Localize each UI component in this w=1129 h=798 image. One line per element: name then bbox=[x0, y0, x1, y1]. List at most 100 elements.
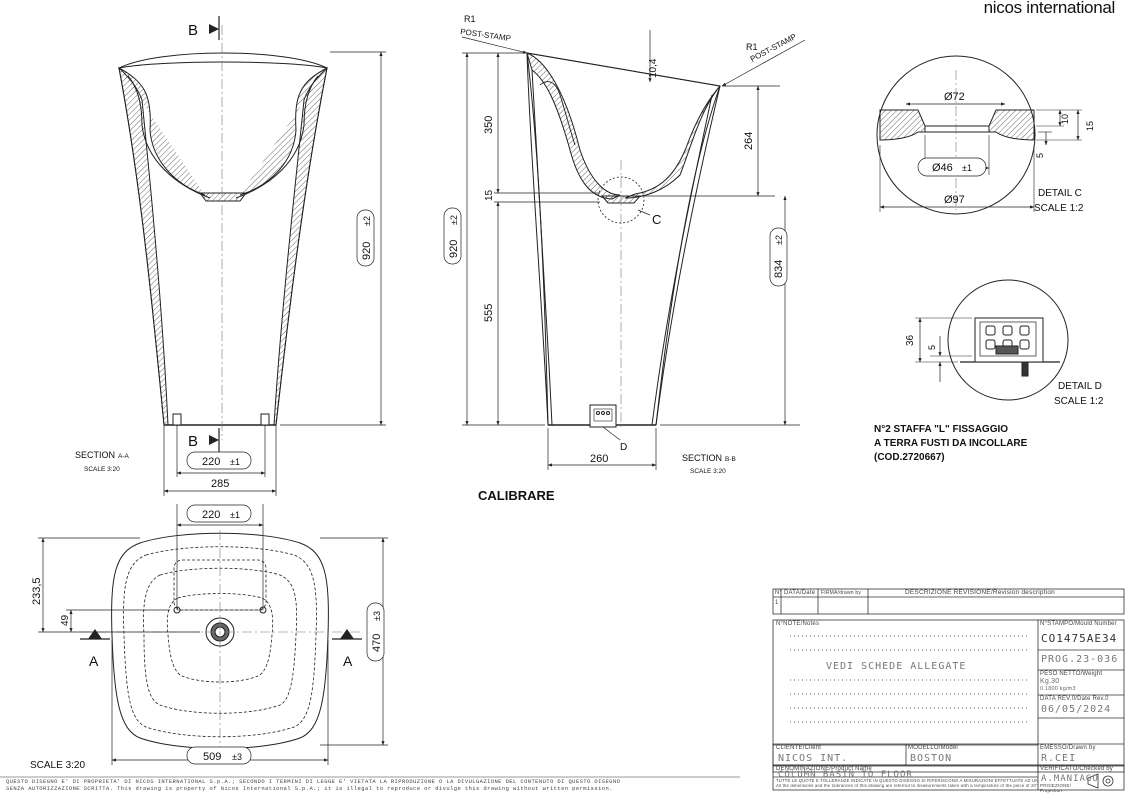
dim-top bbox=[38, 504, 388, 765]
stamp-label: N°STAMPO/Mould Number bbox=[1040, 621, 1117, 627]
notes-value: VEDI SCHEDE ALLEGATE bbox=[826, 661, 967, 672]
notes-label: N°NOTE/Notes bbox=[776, 621, 820, 627]
rev-col-date: DATA/Date bbox=[784, 590, 816, 596]
footer-line-2: SENZA AUTORIZZAZIONE SCRITTA. This drawi… bbox=[6, 785, 613, 792]
dim-c-97: Ø97 bbox=[944, 194, 965, 206]
checked-label: VERIFICATO/Checked by bbox=[1040, 766, 1114, 772]
r1-right-label: R1 bbox=[746, 42, 758, 52]
drawn-value: R.CEI bbox=[1041, 753, 1077, 764]
product-label: DENOMINAZIONE/Product Name bbox=[776, 766, 872, 772]
rev-col-sign: FIRMA/drawn by bbox=[821, 590, 862, 596]
dim-bb-350: 350 bbox=[483, 116, 495, 134]
rev-col-desc: DESCRIZIONE REVISIONE/Revision descripti… bbox=[905, 589, 1055, 596]
detail-c-view bbox=[876, 55, 1082, 215]
calibrare-label: CALIBRARE bbox=[478, 488, 555, 503]
detail-c-scale: SCALE 1:2 bbox=[1034, 203, 1084, 214]
dim-bb-base bbox=[547, 209, 657, 470]
weight-label: PESO NETTO/Weight bbox=[1040, 671, 1103, 677]
dim-top-509: 509 bbox=[203, 751, 221, 763]
date-label: DATA REV.0/Date Rev.0 bbox=[1040, 696, 1109, 702]
dim-bb-834: 834 bbox=[773, 260, 785, 278]
detail-c-title: DETAIL C bbox=[1038, 188, 1082, 199]
dim-top-220: 220 bbox=[202, 509, 220, 521]
section-bb-title: SECTION bbox=[682, 453, 722, 463]
detail-d-view bbox=[915, 279, 1069, 401]
dim-aa-height-value: 920 bbox=[361, 242, 373, 260]
section-aa-letters: A-A bbox=[118, 453, 130, 460]
footer-line-1: QUESTO DISEGNO E' DI PROPRIETA' DI NICOS… bbox=[6, 778, 621, 785]
detail-d-scale: SCALE 1:2 bbox=[1054, 396, 1104, 407]
dim-aa-base-inner-tol: ±1 bbox=[230, 457, 240, 467]
dim-bb-264: 264 bbox=[743, 132, 755, 150]
dim-bb-left bbox=[443, 52, 600, 426]
dim-top-470: 470 bbox=[371, 634, 383, 652]
detail-d-title: DETAIL D bbox=[1058, 381, 1102, 392]
dim-bb-height-value: 920 bbox=[448, 240, 460, 258]
r1-left-label: R1 bbox=[464, 14, 476, 24]
section-aa-title: SECTION bbox=[75, 450, 115, 460]
dim-aa-height-tol: ±2 bbox=[362, 216, 372, 226]
dim-bb-15: 15 bbox=[484, 189, 495, 201]
model-value: BOSTON bbox=[910, 753, 953, 764]
dim-aa-height bbox=[280, 51, 386, 426]
rev-col-n: N° bbox=[775, 590, 783, 596]
dim-c-5: 5 bbox=[1035, 153, 1045, 158]
cut-a-label-left: A bbox=[89, 653, 99, 669]
tolerance-note-it: TUTTE LE QUOTE E TOLLERANZE INDICATE IN … bbox=[776, 779, 1038, 783]
top-view bbox=[80, 530, 360, 760]
dim-bb-right bbox=[640, 85, 800, 426]
detail-d-marker: D bbox=[620, 442, 627, 453]
dim-bb-104: 10,4 bbox=[648, 58, 659, 78]
dim-d-36: 36 bbox=[905, 334, 916, 346]
dim-bb-height-tol: ±2 bbox=[449, 215, 459, 225]
dim-aa-base-outer bbox=[163, 425, 277, 496]
dim-top-2335: 233,5 bbox=[31, 577, 43, 605]
note-line-3: (COD.2720667) bbox=[874, 452, 945, 463]
density-value: 0.1800 kg/m3 bbox=[1040, 686, 1076, 692]
dim-top-220-tol: ±1 bbox=[230, 510, 240, 520]
section-bb-scale: SCALE 3:20 bbox=[690, 468, 726, 475]
brand-name: nicos international bbox=[983, 0, 1116, 17]
detail-c-marker: C bbox=[652, 212, 661, 227]
cut-a-label-right: A bbox=[343, 653, 353, 669]
dim-top-509-tol: ±3 bbox=[232, 752, 242, 762]
dim-bb-260: 260 bbox=[590, 453, 608, 465]
checked-value: A.MANIAGO bbox=[1041, 774, 1099, 784]
dim-d-5: 5 bbox=[927, 345, 937, 350]
cut-a-marker-right bbox=[332, 629, 362, 640]
client-label: CLIENTE/Client bbox=[776, 745, 822, 751]
section-bb-letters: B-B bbox=[725, 456, 736, 463]
dim-aa-base-inner bbox=[176, 425, 266, 477]
dim-bb-555: 555 bbox=[483, 304, 495, 322]
note-line-2: A TERRA FUSTI DA INCOLLARE bbox=[874, 438, 1028, 449]
client-value: NICOS INT. bbox=[778, 753, 849, 764]
date-value: 06/05/2024 bbox=[1041, 704, 1112, 715]
dim-bb-834-tol: ±2 bbox=[774, 235, 784, 245]
dim-top-470-tol: ±3 bbox=[372, 611, 382, 621]
note-line-1: N°2 STAFFA "L" FISSAGGIO bbox=[874, 424, 1008, 435]
dim-aa-base-outer-value: 285 bbox=[211, 478, 229, 490]
section-aa-view bbox=[118, 25, 328, 440]
section-aa-scale: SCALE 3:20 bbox=[84, 466, 120, 473]
dim-aa-base-inner-value: 220 bbox=[202, 456, 220, 468]
top-view-scale: SCALE 3:20 bbox=[30, 760, 85, 771]
dim-top-49: 49 bbox=[60, 614, 71, 626]
post-stamp-left-label: POST-STAMP bbox=[460, 27, 512, 43]
model-label: MODELLO/Model bbox=[908, 745, 958, 751]
rev-row-1: 1 bbox=[775, 600, 779, 606]
cut-b-label-top: B bbox=[188, 22, 198, 39]
dim-c-72: Ø72 bbox=[944, 91, 965, 103]
drawn-label: EMESSO/Drawn by bbox=[1040, 745, 1096, 751]
weight-value: Kg.30 bbox=[1040, 678, 1060, 685]
post-stamp-leaders bbox=[461, 30, 806, 87]
prog-value: PROG.23-036 bbox=[1041, 654, 1119, 665]
dim-c-10: 10 bbox=[1060, 114, 1070, 124]
tolerance-note-en: All the dimensions and the tolerances of… bbox=[776, 784, 1038, 788]
projection-label: PROIEZIONE/ Projection bbox=[1040, 783, 1072, 793]
stamp-value: CO1475AE34 bbox=[1041, 632, 1118, 645]
product-value: COLUMN BASIN TO FLOOR bbox=[778, 770, 913, 780]
cut-a-marker-left bbox=[80, 629, 110, 640]
cut-b-label-bottom: B bbox=[188, 433, 198, 450]
dim-c-15: 15 bbox=[1085, 121, 1095, 131]
